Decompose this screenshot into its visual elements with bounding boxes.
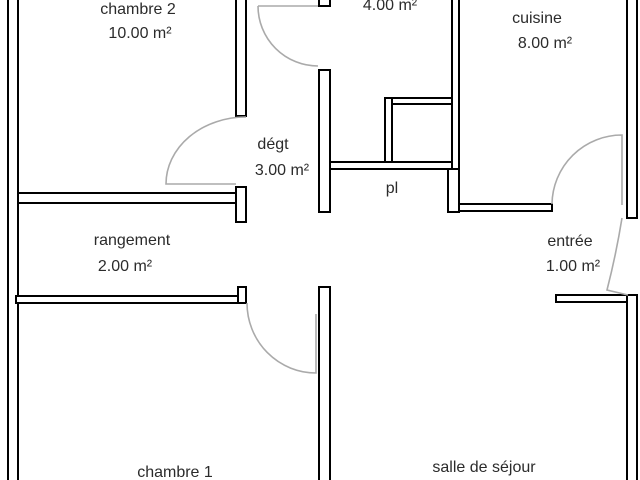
- cuisine-area: 8.00 m²: [518, 35, 573, 52]
- degt-name: dégt: [257, 136, 289, 153]
- sejour-name: salle de séjour: [432, 459, 536, 476]
- wc-area: 4.00 m²: [363, 0, 418, 14]
- pl-box-left-wall: [384, 97, 393, 163]
- rangement-bottom-wall: [15, 295, 243, 304]
- degt-area: 3.00 m²: [255, 162, 310, 179]
- cuisine-door-swing: [551, 134, 623, 205]
- rangement-name: rangement: [94, 232, 171, 249]
- entree-door-swing: [606, 217, 629, 296]
- entree-name: entrée: [547, 233, 592, 250]
- pl-right-cap: [447, 168, 460, 213]
- walls: [7, 0, 638, 480]
- pl-name: pl: [386, 180, 398, 197]
- top-stub-wall: [318, 0, 331, 7]
- chambre2-area: 10.00 m²: [108, 25, 172, 42]
- degt-right-wall: [318, 69, 331, 213]
- chambre2-wall-cap: [235, 186, 247, 223]
- entree-area: 1.00 m²: [546, 258, 601, 275]
- right-outer-wall-bottom: [626, 294, 638, 480]
- rangement-area: 2.00 m²: [98, 258, 153, 275]
- pl-box-top-wall: [384, 97, 454, 105]
- right-outer-wall-top: [626, 0, 638, 219]
- rangement-wall-cap: [237, 286, 247, 304]
- cuisine-bottom-wall: [458, 203, 553, 212]
- chambre2-name: chambre 2: [100, 1, 176, 18]
- sejour-left-wall: [318, 286, 331, 480]
- chambre2-bottom-wall: [17, 192, 241, 204]
- chambre2-right-wall: [235, 0, 247, 117]
- doors: [165, 5, 629, 374]
- wc-door-swing: [257, 5, 319, 67]
- room-labels: chambre 2 10.00 m² 4.00 m² cuisine 8.00 …: [94, 0, 601, 480]
- chambre1-name: chambre 1: [137, 464, 213, 480]
- chambre1-door-swing: [246, 302, 317, 374]
- left-outer-wall: [7, 0, 19, 480]
- entree-bottom-wall: [555, 294, 635, 303]
- cuisine-name: cuisine: [512, 10, 562, 27]
- pl-top-wall: [329, 161, 459, 170]
- chambre2-door-swing: [165, 116, 247, 185]
